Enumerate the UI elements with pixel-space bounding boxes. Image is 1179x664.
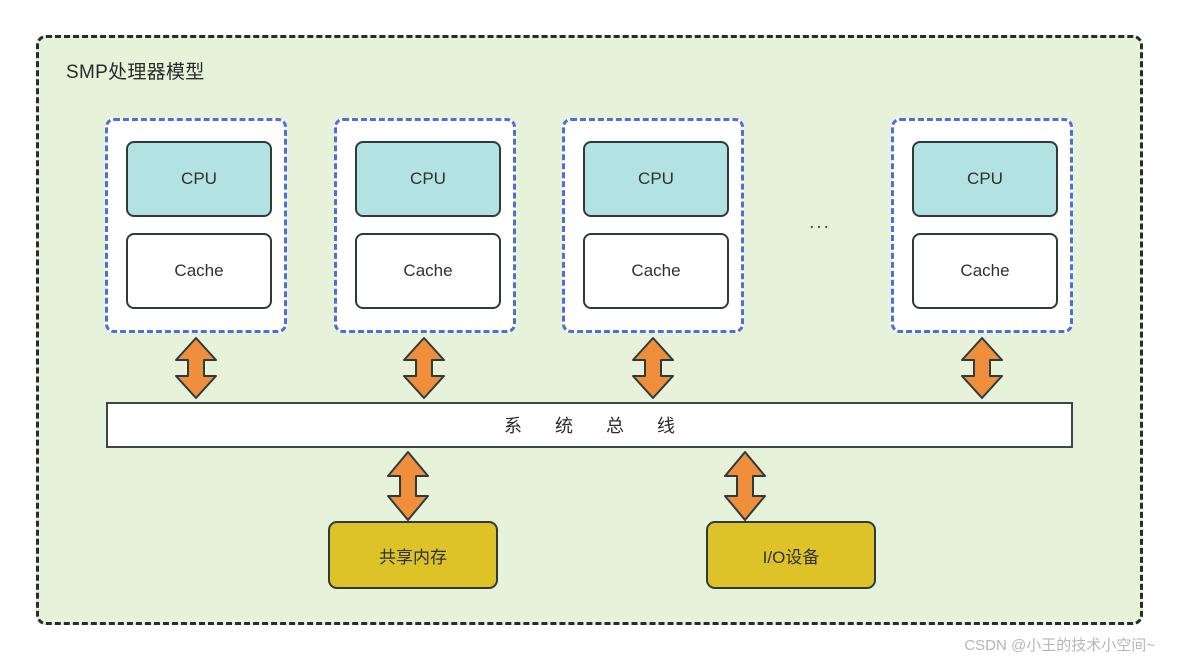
cache-block: Cache xyxy=(583,233,729,309)
cpu-block: CPU xyxy=(583,141,729,217)
cache-block: Cache xyxy=(355,233,501,309)
system-bus: 系 统 总 线 xyxy=(106,402,1073,448)
cache-block: Cache xyxy=(912,233,1058,309)
page-title: SMP处理器模型 xyxy=(66,62,205,83)
double-arrow-icon xyxy=(385,450,431,522)
ellipsis-more-cores: ... xyxy=(809,212,831,233)
double-arrow-icon xyxy=(173,336,219,400)
double-arrow-icon xyxy=(401,336,447,400)
cpu-core-group-3: CPU Cache xyxy=(562,118,744,333)
shared-memory-block: 共享内存 xyxy=(328,521,498,589)
cpu-block: CPU xyxy=(126,141,272,217)
io-device-block: I/O设备 xyxy=(706,521,876,589)
watermark: CSDN @小王的技术小空间~ xyxy=(964,637,1155,654)
cpu-block: CPU xyxy=(355,141,501,217)
cpu-block: CPU xyxy=(912,141,1058,217)
cpu-core-group-n: CPU Cache xyxy=(891,118,1073,333)
cpu-core-group-2: CPU Cache xyxy=(334,118,516,333)
double-arrow-icon xyxy=(722,450,768,522)
cache-block: Cache xyxy=(126,233,272,309)
cpu-core-group-1: CPU Cache xyxy=(105,118,287,333)
double-arrow-icon xyxy=(959,336,1005,400)
double-arrow-icon xyxy=(630,336,676,400)
system-bus-label: 系 统 总 线 xyxy=(503,416,689,436)
